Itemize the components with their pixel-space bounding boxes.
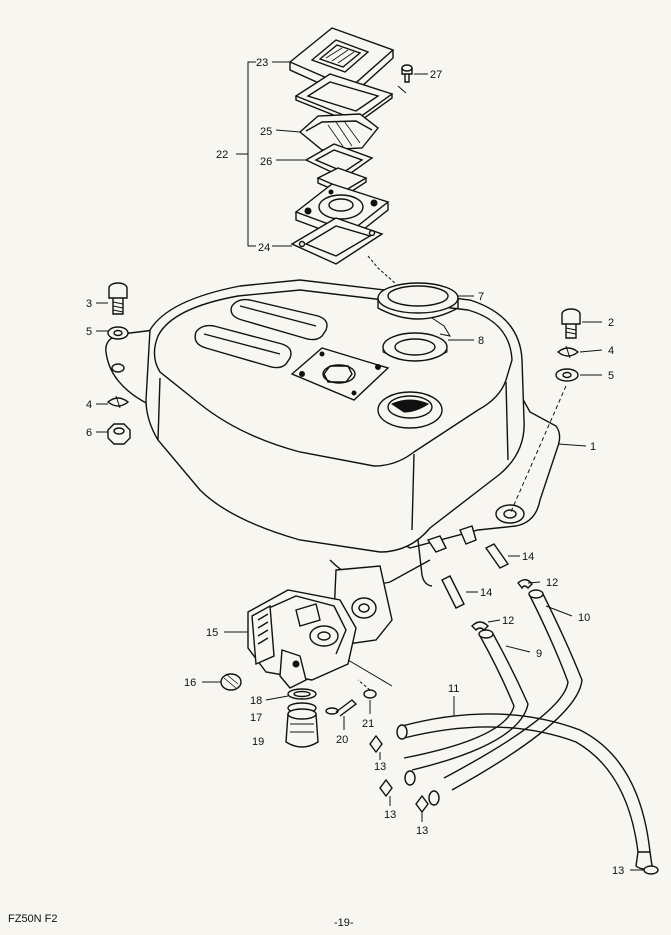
callout-22: 22 (216, 149, 228, 161)
vent-assembly (236, 27, 413, 285)
part-18-o-ring (287, 688, 317, 700)
callout-8: 8 (478, 335, 484, 347)
callout-14-upper: 14 (522, 551, 534, 563)
model-code: FZ50N F2 (8, 913, 58, 925)
part-3-bolt (108, 282, 128, 315)
part-vent-upper-gasket (294, 73, 394, 125)
callout-12-lower: 12 (502, 615, 514, 627)
callout-25: 25 (260, 126, 272, 138)
callout-4-right: 4 (608, 345, 614, 357)
part-13-clips (369, 734, 659, 875)
callout-labels: 23 27 25 22 26 24 7 3 2 5 8 4 5 4 6 1 14… (86, 57, 624, 877)
callout-5-right: 5 (608, 370, 614, 382)
part-16-knob (220, 673, 242, 691)
callout-9: 9 (536, 648, 542, 660)
part-10-fuel-pipe (443, 589, 583, 791)
bolt-dashed-path (509, 385, 567, 515)
part-19-filter-bowl (285, 708, 319, 748)
callout-1: 1 (590, 441, 596, 453)
callout-13-b: 13 (384, 809, 396, 821)
callout-7: 7 (478, 291, 484, 303)
callout-13-c: 13 (416, 825, 428, 837)
callout-20: 20 (336, 734, 348, 746)
callout-16: 16 (184, 677, 196, 689)
part-24-base-gasket (290, 217, 384, 265)
part-14-bolts (441, 543, 510, 609)
page-number: -19- (334, 917, 354, 929)
callout-12-upper: 12 (546, 577, 558, 589)
callout-5-left: 5 (86, 326, 92, 338)
callout-11: 11 (448, 683, 459, 695)
part-8-filler-gasket (382, 332, 448, 362)
callout-18: 18 (250, 695, 262, 707)
callout-13-d: 13 (612, 865, 624, 877)
callout-3: 3 (86, 298, 92, 310)
part-27-screw (397, 64, 413, 94)
callout-6: 6 (86, 427, 92, 439)
callout-17: 17 (250, 712, 262, 724)
part-21-washer (357, 679, 377, 699)
hose-ends (404, 770, 440, 806)
callout-24: 24 (258, 242, 270, 254)
callout-10: 10 (578, 612, 590, 624)
part-4-spring-washer-right (556, 345, 580, 359)
part-5-washer-right (555, 368, 579, 382)
callout-21: 21 (362, 718, 374, 730)
fuel-cock-leader (347, 659, 393, 687)
callout-4-left: 4 (86, 399, 92, 411)
callout-23: 23 (256, 57, 268, 69)
part-9-fuel-pipe (403, 629, 529, 771)
part-25-valve-cover (298, 113, 379, 151)
callout-19: 19 (252, 736, 264, 748)
callout-14-lower: 14 (480, 587, 492, 599)
part-12-clamps (471, 579, 533, 631)
part-11-vent-hose (396, 713, 653, 870)
leader-lines (96, 61, 644, 871)
part-5-washer-left (107, 326, 129, 340)
part-6-nut (107, 423, 131, 445)
part-2-bolt (561, 308, 581, 339)
callout-2: 2 (608, 317, 614, 329)
callout-26: 26 (260, 156, 272, 168)
part-20-screw (325, 699, 358, 717)
part-15-fuel-cock (247, 589, 357, 689)
callout-13-a: 13 (374, 761, 386, 773)
part-4-spring-washer-left (106, 395, 130, 409)
callout-27: 27 (430, 69, 442, 81)
part-7-filler-cap (377, 282, 459, 337)
callout-15: 15 (206, 627, 218, 639)
